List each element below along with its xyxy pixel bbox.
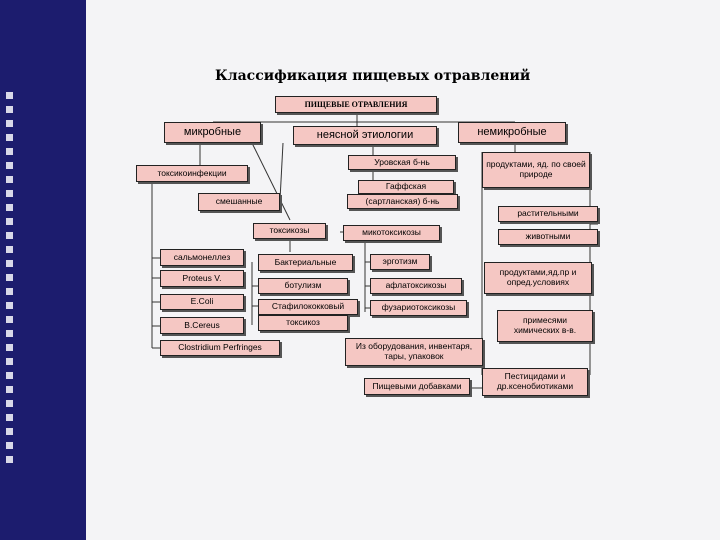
decorative-square	[6, 386, 13, 393]
decorative-square	[6, 246, 13, 253]
decorative-square	[6, 204, 13, 211]
decorative-square	[6, 414, 13, 421]
decorative-square	[6, 288, 13, 295]
node-animal: животными	[498, 229, 598, 245]
node-toxicosis: токсикоз	[258, 315, 348, 331]
node-root: ПИЩЕВЫЕ ОТРАВЛЕНИЯ	[275, 96, 437, 113]
node-unknown-etiology: неясной этиологии	[293, 126, 437, 145]
decorative-square	[6, 274, 13, 281]
node-microbial: микробные	[164, 122, 261, 143]
decorative-square	[6, 120, 13, 127]
node-ergotism: эрготизм	[370, 254, 430, 270]
node-salmonella: сальмонеллез	[160, 249, 244, 266]
node-toxicoses: токсикозы	[253, 223, 326, 239]
decorative-square	[6, 106, 13, 113]
decorative-square	[6, 148, 13, 155]
decorative-square	[6, 162, 13, 169]
decorative-square	[6, 260, 13, 267]
decorative-square	[6, 190, 13, 197]
decorative-sidebar	[0, 0, 86, 540]
node-nonmicrobial: немикробные	[458, 122, 566, 143]
node-pesticides: Пестицидами и др.ксенобиотиками	[482, 368, 588, 396]
decorative-square	[6, 456, 13, 463]
node-plant: растительными	[498, 206, 598, 222]
decorative-square	[6, 302, 13, 309]
node-equipment-packaging: Из оборудования, инвентаря, тары, упаков…	[345, 338, 483, 366]
node-natural-poison-products: продуктами, яд. по своей природе	[482, 152, 590, 188]
node-staphylococcal: Стафилококковый	[258, 299, 358, 315]
decorative-square	[6, 442, 13, 449]
node-clostridium: Clostridium Perfringes	[160, 340, 280, 356]
node-bcereus: B.Cereus	[160, 317, 244, 334]
node-fusariotoxicoses: фузариотоксикозы	[370, 300, 467, 316]
decorative-square	[6, 92, 13, 99]
node-proteus: Proteus V.	[160, 270, 244, 287]
decorative-square	[6, 358, 13, 365]
decorative-square	[6, 330, 13, 337]
decorative-square	[6, 400, 13, 407]
node-sartlan-disease: (сартланская) б-нь	[347, 194, 458, 209]
decorative-square	[6, 372, 13, 379]
decorative-square	[6, 428, 13, 435]
node-conditional-poison-products: продуктами,яд.пр и опред.условиях	[484, 262, 592, 294]
node-mixed: смешанные	[198, 193, 280, 211]
node-botulism: ботулизм	[258, 278, 348, 294]
decorative-square	[6, 218, 13, 225]
node-toxicoinfections: токсикоинфекции	[136, 165, 248, 182]
node-aflatoxicoses: афлатоксикозы	[370, 278, 462, 294]
diagram-title: Классификация пищевых отравлений	[215, 68, 531, 84]
node-food-additives: Пищевыми добавками	[364, 378, 470, 395]
decorative-square	[6, 134, 13, 141]
node-chemical-admixtures: примесями химических в-в.	[497, 310, 593, 342]
node-urov-disease: Уровская б-нь	[348, 155, 456, 170]
node-gaff-disease: Гаффская	[358, 180, 454, 194]
node-bacterial: Бактериальные	[258, 254, 353, 271]
decorative-square	[6, 232, 13, 239]
decorative-square	[6, 176, 13, 183]
node-ecoli: E.Coli	[160, 294, 244, 310]
node-mycotoxicoses: микотоксикозы	[343, 225, 440, 241]
decorative-square	[6, 344, 13, 351]
decorative-square	[6, 316, 13, 323]
